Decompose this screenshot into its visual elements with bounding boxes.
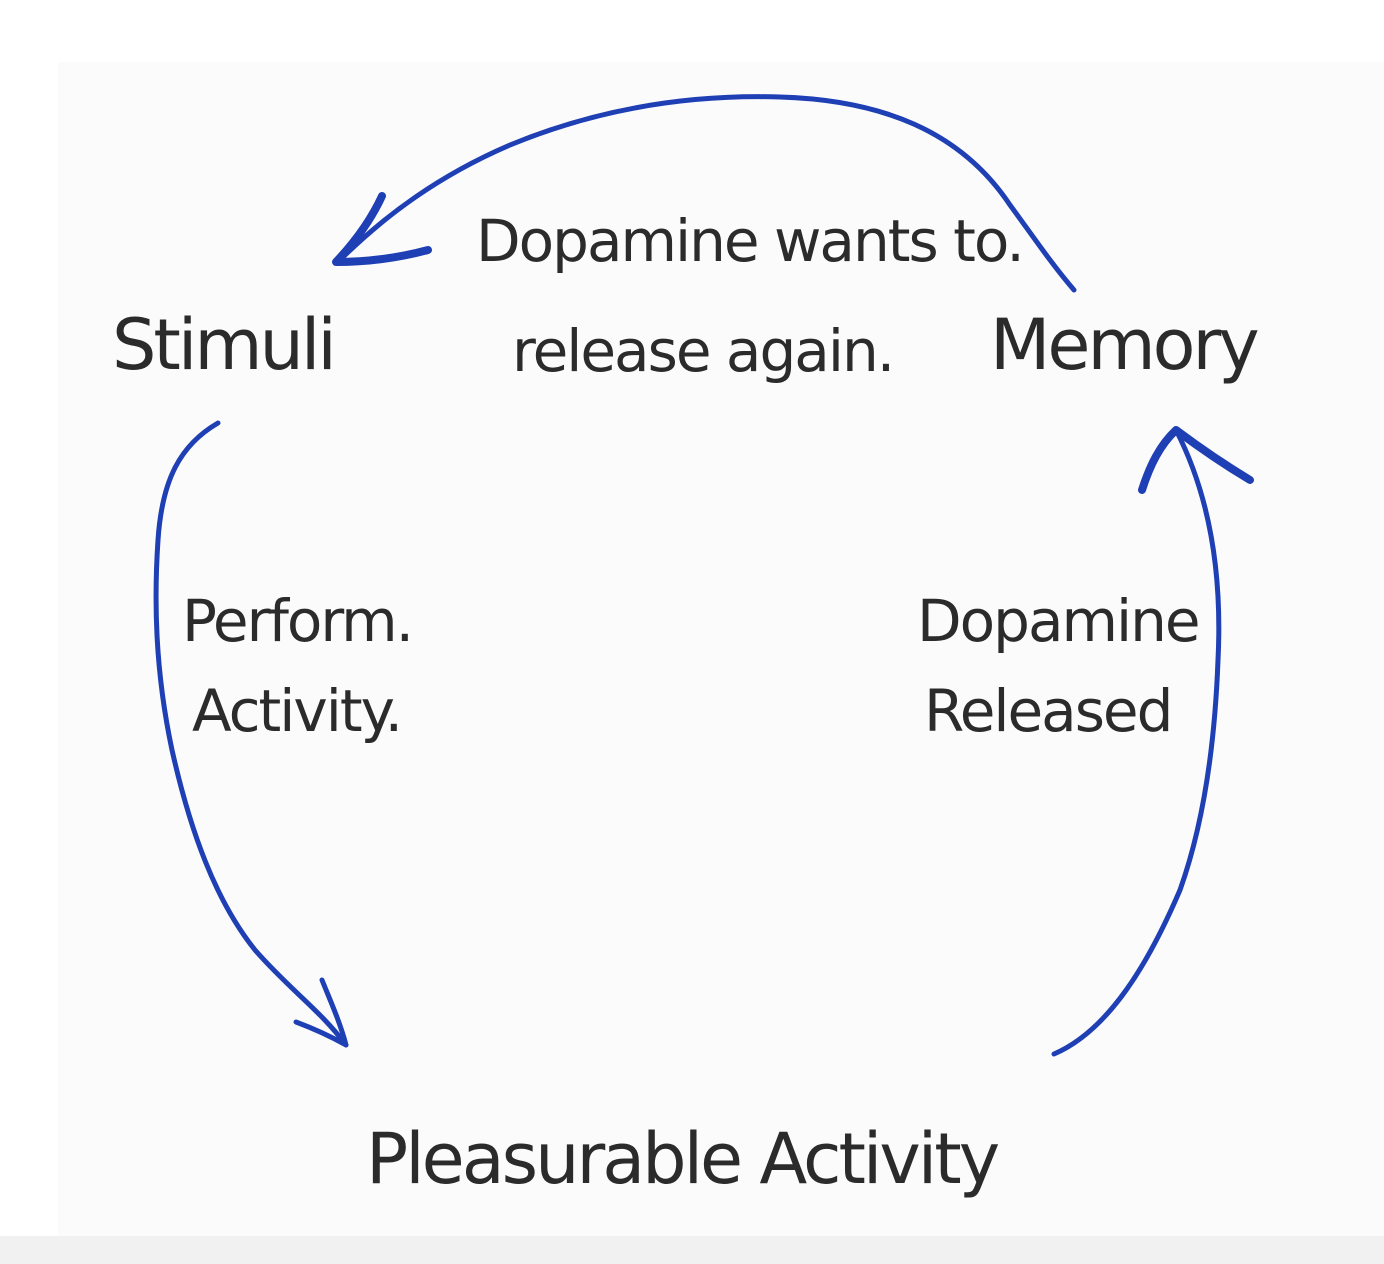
edge-label-stimuli-to-activity-line1: Perform. (182, 587, 414, 655)
bottom-edge-strip (0, 1236, 1384, 1264)
arrowhead-memory (1138, 426, 1254, 494)
edge-label-activity-to-memory-line1: Dopamine (917, 587, 1201, 655)
edge-label-memory-to-stimuli-line2: release again. (512, 317, 895, 385)
arrowhead-activity (293, 977, 349, 1048)
edge-label-activity-to-memory-line2: Released (924, 677, 1173, 745)
node-stimuli: Stimuli (112, 304, 337, 386)
diagram-background (58, 62, 1384, 1236)
arrow-activity-to-memory (1051, 427, 1222, 1057)
edge-label-stimuli-to-activity-line2: Activity. (192, 677, 403, 745)
arrow-stimuli-to-activity (153, 420, 349, 1048)
edge-label-memory-to-stimuli-line1: Dopamine wants to. (476, 207, 1025, 275)
arrow-memory-to-stimuli (335, 94, 1077, 293)
node-memory: Memory (990, 304, 1260, 386)
node-pleasurable-activity: Pleasurable Activity (366, 1118, 1000, 1200)
arrowhead-stimuli (332, 192, 432, 266)
